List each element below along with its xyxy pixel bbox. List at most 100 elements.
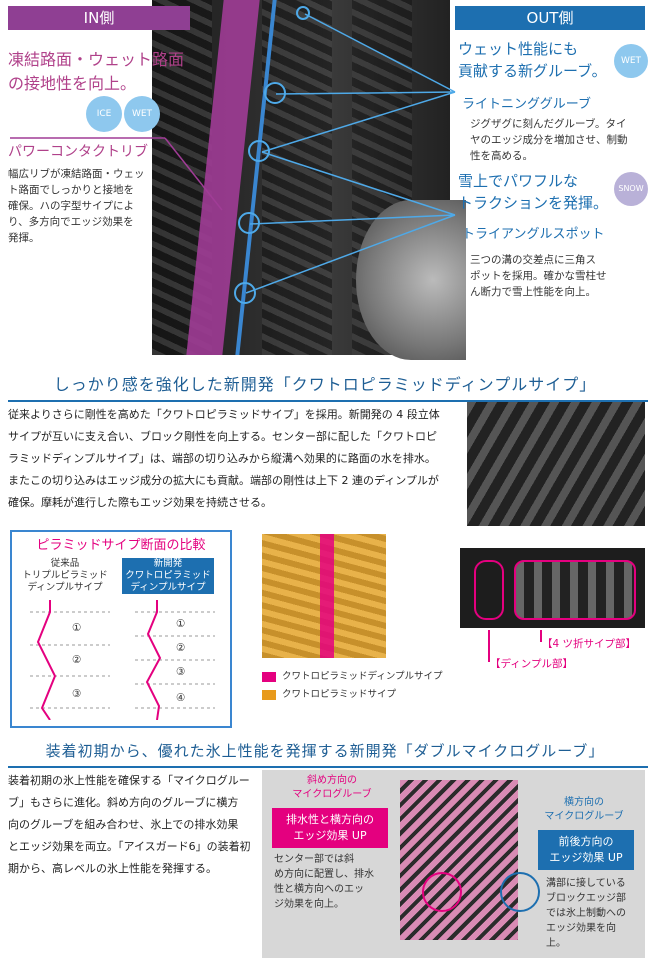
pyramid-sipe-compare-box xyxy=(10,530,232,728)
dimple-highlight xyxy=(474,560,504,620)
out-title-line1: ウェット性能にも xyxy=(458,40,579,58)
ice-badge: ICE xyxy=(86,96,122,132)
section2-line4: またこの切り込みはエッジ成分の拡大にも貢献。端部の剛性は上下 2 連のディンプル… xyxy=(8,474,439,487)
old-step-3: ③ xyxy=(72,688,82,700)
in-title-line2: の接地性を向上。 xyxy=(8,74,137,93)
diag-desc-3: 性と横方向へのエッ xyxy=(274,884,364,895)
section3-line1: 装着初期の氷上性能を確保する「マイクログルー xyxy=(8,774,250,787)
power-desc-2: ト路面でしっかりと接地を xyxy=(8,184,134,196)
horiz-desc-5: 上。 xyxy=(546,938,566,949)
power-desc-1: 幅広リブが凍結路面・ウェッ xyxy=(8,168,145,180)
horizontal-groove-desc: 溝部に接している ブロックエッジ部 では氷上制動への エッジ効果を向 上。 xyxy=(546,876,626,951)
power-contact-rib-title: パワーコンタクトリブ xyxy=(8,144,148,160)
new-step-3: ③ xyxy=(176,666,186,678)
new-step-1: ① xyxy=(176,618,186,630)
wheel-rim xyxy=(356,200,466,360)
in-title-line1: 凍結路面・ウェット路面 xyxy=(8,50,185,69)
old-l3: ディンプルサイプ xyxy=(27,582,103,593)
section2-body: 従来よりさらに剛性を高めた「クワトロピラミッドサイプ」を採用。新開発の 4 段立… xyxy=(8,404,460,514)
compare-title: ピラミッドサイプ断面の比較 xyxy=(36,538,206,553)
snow-title-line2: トラクションを発揮。 xyxy=(458,194,609,212)
sipe-cutaway-photo xyxy=(467,402,645,526)
fold-sipe-label: 【4 ツ折サイプ部】 xyxy=(542,638,637,650)
diagonal-effect-tag: 排水性と横方向の エッジ効果 UP xyxy=(272,808,388,848)
section3-line2: ブ」もさらに進化。斜め方向のグルーブに横方 xyxy=(8,796,239,809)
triangle-spot-title: トライアングルスポット xyxy=(462,227,605,242)
wet-badge: WET xyxy=(124,96,160,132)
new-step-4: ④ xyxy=(176,692,186,704)
lightning-desc-2: ヤのエッジ成分を増加させ、制動 xyxy=(470,134,628,146)
power-desc-4: り、多方向でエッジ効果を xyxy=(8,216,134,228)
section3-rule xyxy=(8,766,648,768)
old-l2: トリプルピラミッド xyxy=(22,570,108,581)
power-desc-3: 確保。ハの字型サイプによ xyxy=(8,200,134,212)
diagonal-groove-title: 斜め方向の マイクログルーブ xyxy=(272,774,392,802)
horizontal-groove-circle xyxy=(500,872,540,912)
fold-sipe-highlight xyxy=(514,560,636,620)
new-l3: ディンプルサイプ xyxy=(130,582,206,593)
section2-line2: サイプが互いに支え合い、ブロック剛性を向上する。センター部に配した「クワトロピ xyxy=(8,430,437,443)
fold-callout-line xyxy=(540,630,542,642)
diagonal-groove-circle xyxy=(422,872,462,912)
callout-lines xyxy=(10,13,456,294)
in-side-label: IN側 xyxy=(8,6,190,30)
lightning-groove-title: ライトニンググルーブ xyxy=(462,97,591,112)
tread-sipe-illustration xyxy=(262,534,386,658)
horiz-desc-3: では氷上制動への xyxy=(546,908,626,919)
horiz-desc-1: 溝部に接している xyxy=(546,878,626,889)
horiz-tag-1: 前後方向の xyxy=(558,835,614,848)
wet-badge-out: WET xyxy=(614,44,648,78)
micro-groove-photo xyxy=(400,780,540,940)
new-step-2: ② xyxy=(176,642,186,654)
diag-tag-1: 排水性と横方向の xyxy=(286,813,374,826)
section3-line5: 期から、高レベルの氷上性能を発揮する。 xyxy=(8,862,217,875)
sipe-section-photo xyxy=(460,548,645,628)
sipe-profile-diagram xyxy=(30,600,215,720)
horizontal-effect-tag: 前後方向の エッジ効果 UP xyxy=(538,830,634,870)
snow-badge: SNOW xyxy=(614,172,648,206)
old-l1: 従来品 xyxy=(50,558,80,569)
triangle-desc-1: 三つの溝の交差点に三角ス xyxy=(470,254,596,266)
dimple-label: 【ディンプル部】 xyxy=(490,658,573,670)
groove-marker-1 xyxy=(264,82,286,104)
diag-desc-2: め方向に配置し、排水 xyxy=(274,869,374,880)
section2-line5: 確保。摩耗が進行した際もエッジ効果を持続させる。 xyxy=(8,496,272,509)
diag-title-2: マイクログルーブ xyxy=(292,789,372,800)
legend-orange-label: クワトロピラミッドサイプ xyxy=(282,689,397,700)
section3-heading: 装着初期から、優れた氷上性能を発揮する新開発「ダブルマイクログルーブ」 xyxy=(45,742,605,760)
groove-marker-top xyxy=(296,6,310,20)
diagonal-groove-desc: センター部では斜 め方向に配置し、排水 性と横方向へのエッ ジ効果を向上。 xyxy=(274,852,374,912)
section2-rule xyxy=(8,400,648,402)
horiz-desc-2: ブロックエッジ部 xyxy=(546,893,626,904)
legend-pink-swatch xyxy=(262,672,276,682)
diag-desc-4: ジ効果を向上。 xyxy=(274,899,344,910)
triangle-desc-2: ポットを採用。確かな雪柱せ xyxy=(470,270,607,282)
sipe-highlight-center xyxy=(320,534,334,658)
section3-body: 装着初期の氷上性能を確保する「マイクログルー ブ」もさらに進化。斜め方向のグルー… xyxy=(8,770,260,880)
out-title-line2: 貢献する新グルーブ。 xyxy=(458,62,607,80)
old-product-label: 従来品 トリプルピラミッド ディンプルサイプ xyxy=(20,558,110,594)
horiz-title-2: マイクログルーブ xyxy=(544,811,624,822)
horiz-desc-4: エッジ効果を向 xyxy=(546,923,616,934)
triangle-desc-3: ん断力で雪上性能を向上。 xyxy=(470,286,596,298)
horiz-title-1: 横方向の xyxy=(564,797,604,808)
diag-tag-2: エッジ効果 UP xyxy=(293,829,367,842)
legend-pink-label: クワトロピラミッドディンプルサイプ xyxy=(282,671,443,682)
section3-line4: とエッジ効果を両立。「アイスガード6」の装着初 xyxy=(8,840,251,853)
groove-marker-2 xyxy=(248,140,270,162)
power-desc-5: 発揮。 xyxy=(8,232,40,244)
old-step-1: ① xyxy=(72,622,82,634)
section3-line3: 向のグルーブを組み合わせ、氷上での排水効果 xyxy=(8,818,239,831)
new-product-label: 新開発 クワトロピラミッド ディンプルサイプ xyxy=(122,558,214,594)
section2-line3: ラミッドディンプルサイプ」は、端部の切り込みから縦溝へ効果的に路面の水を排水。 xyxy=(8,452,436,465)
legend-orange-swatch xyxy=(262,690,276,700)
lightning-desc-3: 性を高める。 xyxy=(470,150,533,162)
diag-desc-1: センター部では斜 xyxy=(274,854,354,865)
horizontal-groove-title: 横方向の マイクログルーブ xyxy=(528,796,640,824)
new-l2: クワトロピラミッド xyxy=(125,570,211,581)
lightning-desc-1: ジグザグに刻んだグルーブ。タイ xyxy=(470,118,627,130)
groove-marker-4 xyxy=(234,282,256,304)
section2-heading: しっかり感を強化した新開発「クワトロピラミッドディンプルサイプ」 xyxy=(53,375,597,394)
new-l1: 新開発 xyxy=(153,558,183,569)
horiz-tag-2: エッジ効果 UP xyxy=(549,851,623,864)
